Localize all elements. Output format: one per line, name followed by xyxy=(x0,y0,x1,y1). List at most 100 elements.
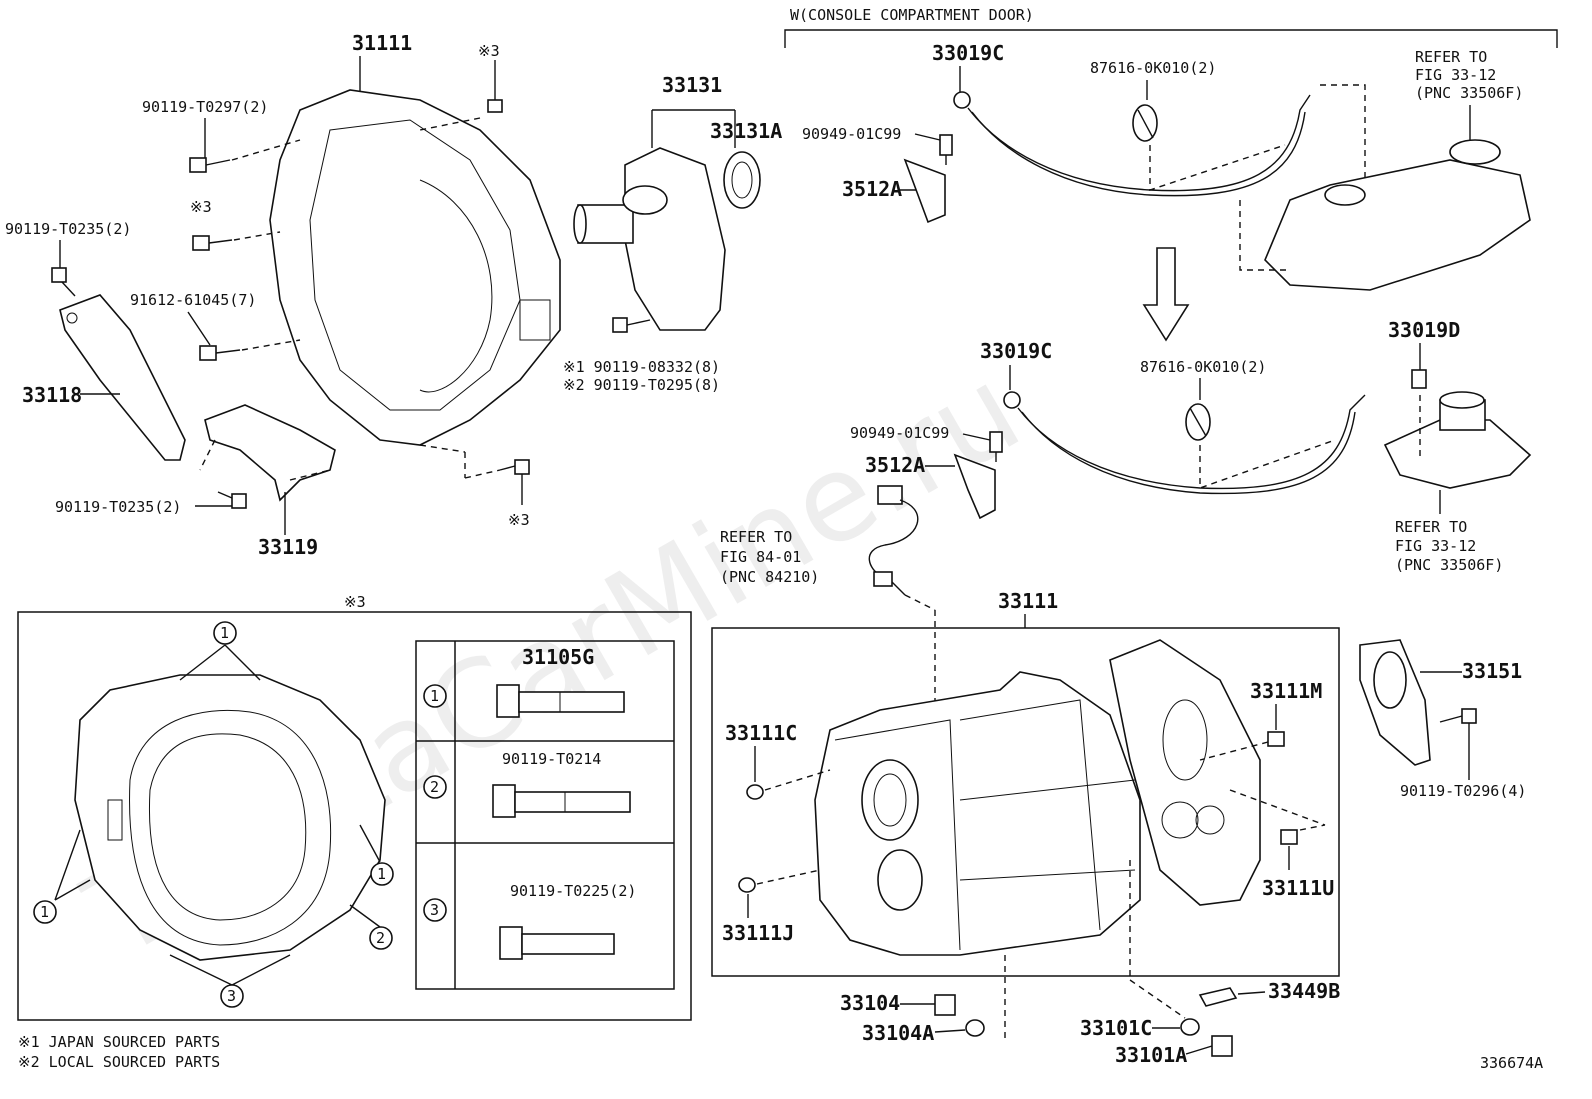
label-3512A-mid: 3512A xyxy=(865,453,925,477)
gasket-icon xyxy=(965,1019,985,1037)
label-90119-T0297: 90119-T0297(2) xyxy=(142,98,268,116)
table-row-1-part: 31105G xyxy=(522,645,594,669)
bolt-note-2: ※2 90119-T0295(8) xyxy=(563,376,720,394)
plug-icon xyxy=(1280,829,1298,845)
clip-icon xyxy=(989,431,1003,462)
label-x3-box: ※3 xyxy=(344,593,366,611)
shift-lever-retainer-mid xyxy=(1383,391,1532,489)
bracket-33449B xyxy=(1198,987,1238,1007)
label-33111J: 33111J xyxy=(722,921,794,945)
bearing-retainer-33131 xyxy=(573,147,726,331)
label-33151: 33151 xyxy=(1462,659,1522,683)
oil-seal-icon xyxy=(723,151,761,209)
refer84-1: REFER TO xyxy=(720,528,792,546)
hose-33019C-top xyxy=(953,91,1311,197)
transmission-case xyxy=(814,671,1141,956)
label-90119-T0296: 90119-T0296(4) xyxy=(1400,782,1526,800)
front-case-plate xyxy=(1109,639,1261,906)
detail-panel-x3 xyxy=(17,611,692,1021)
refer84-3: (PNC 84210) xyxy=(720,568,819,586)
extension-adapter-33151 xyxy=(1359,639,1431,766)
bracket-33118 xyxy=(59,294,186,461)
label-90949-mid: 90949-01C99 xyxy=(850,424,949,442)
backup-light-switch xyxy=(868,485,919,596)
bolt-31105G-icon xyxy=(496,684,625,718)
refer-mid-2: FIG 33-12 xyxy=(1395,537,1476,555)
label-90119-T0235-bot: 90119-T0235(2) xyxy=(55,498,181,516)
svg-text:2: 2 xyxy=(376,929,385,947)
footnote-2: ※2 LOCAL SOURCED PARTS xyxy=(18,1053,220,1071)
label-31111-top: 31111 xyxy=(352,31,412,55)
svg-text:3: 3 xyxy=(227,987,236,1005)
label-91612: 91612-61045(7) xyxy=(130,291,256,309)
fitting-icon xyxy=(1411,369,1427,389)
table-row-2-part: 90119-T0214 xyxy=(502,750,601,768)
label-3512A-top: 3512A xyxy=(842,177,902,201)
circle-marker-1-right: 1 xyxy=(370,862,394,886)
refer-top-3: (PNC 33506F) xyxy=(1415,84,1523,102)
shift-lever-retainer-top xyxy=(1264,139,1531,291)
clip-icon xyxy=(939,134,953,165)
bolt-icon xyxy=(51,267,76,297)
bolt-90119-T0214-icon xyxy=(492,784,631,818)
bolt-icon xyxy=(612,317,651,333)
label-33101C: 33101C xyxy=(1080,1016,1152,1040)
svg-text:1: 1 xyxy=(377,865,386,883)
bolt-icon xyxy=(499,459,530,475)
bracket-33119 xyxy=(204,404,336,502)
svg-text:1: 1 xyxy=(430,687,439,705)
arrow-down-icon xyxy=(1142,247,1190,342)
svg-text:3: 3 xyxy=(430,901,439,919)
bolt-90119-T0225-icon xyxy=(499,926,615,960)
label-87616-mid: 87616-0K010(2) xyxy=(1140,358,1266,376)
filler-plug-icon xyxy=(1211,1035,1233,1057)
bolt-note-1: ※1 90119-08332(8) xyxy=(563,358,720,376)
bolt-icon xyxy=(192,235,233,251)
drain-plug-icon xyxy=(934,994,956,1016)
refer-mid-1: REFER TO xyxy=(1395,518,1467,536)
label-33119: 33119 xyxy=(258,535,318,559)
label-90949-top: 90949-01C99 xyxy=(802,125,901,143)
label-33131A: 33131A xyxy=(710,119,782,143)
label-33019C-mid: 33019C xyxy=(980,339,1052,363)
label-90119-T0235-top: 90119-T0235(2) xyxy=(5,220,131,238)
bolt-icon xyxy=(199,345,241,361)
bracket-3512A-mid xyxy=(953,453,996,520)
clamp-icon xyxy=(1132,104,1158,142)
plug-icon xyxy=(738,877,756,893)
label-33111-box: 33111 xyxy=(998,589,1058,613)
label-x3-bottom: ※3 xyxy=(508,511,530,529)
bolt-icon xyxy=(189,157,231,173)
circle-marker-1-left: 1 xyxy=(33,900,57,924)
label-33104: 33104 xyxy=(840,991,900,1015)
label-x3-left: ※3 xyxy=(190,198,212,216)
bolt-icon xyxy=(487,60,503,113)
clamp-icon xyxy=(1185,403,1211,441)
detail-bolt-callouts xyxy=(54,644,381,986)
bracket-3512A-top xyxy=(903,158,946,224)
refer-mid-3: (PNC 33506F) xyxy=(1395,556,1503,574)
header-note: W(CONSOLE COMPARTMENT DOOR) xyxy=(790,6,1034,24)
circle-marker-2: 2 xyxy=(369,926,393,950)
label-87616-top: 87616-0K010(2) xyxy=(1090,59,1216,77)
label-33101A: 33101A xyxy=(1115,1043,1187,1067)
table-row-1-marker: 1 xyxy=(423,684,447,708)
bell-housing-top xyxy=(269,89,561,446)
plug-icon xyxy=(746,784,764,800)
table-row-3-marker: 3 xyxy=(423,898,447,922)
plug-icon xyxy=(1267,731,1285,747)
refer-top-2: FIG 33-12 xyxy=(1415,66,1496,84)
label-33111C: 33111C xyxy=(725,721,797,745)
label-33449B: 33449B xyxy=(1268,979,1340,1003)
refer84-2: FIG 84-01 xyxy=(720,548,801,566)
circle-marker-1-top: 1 xyxy=(213,621,237,645)
circle-marker-3: 3 xyxy=(220,984,244,1008)
svg-text:2: 2 xyxy=(430,778,439,796)
svg-text:1: 1 xyxy=(220,624,229,642)
label-33111M: 33111M xyxy=(1250,679,1322,703)
bolt-icon xyxy=(1439,708,1477,724)
footnote-1: ※1 JAPAN SOURCED PARTS xyxy=(18,1033,220,1051)
label-33131: 33131 xyxy=(662,73,722,97)
